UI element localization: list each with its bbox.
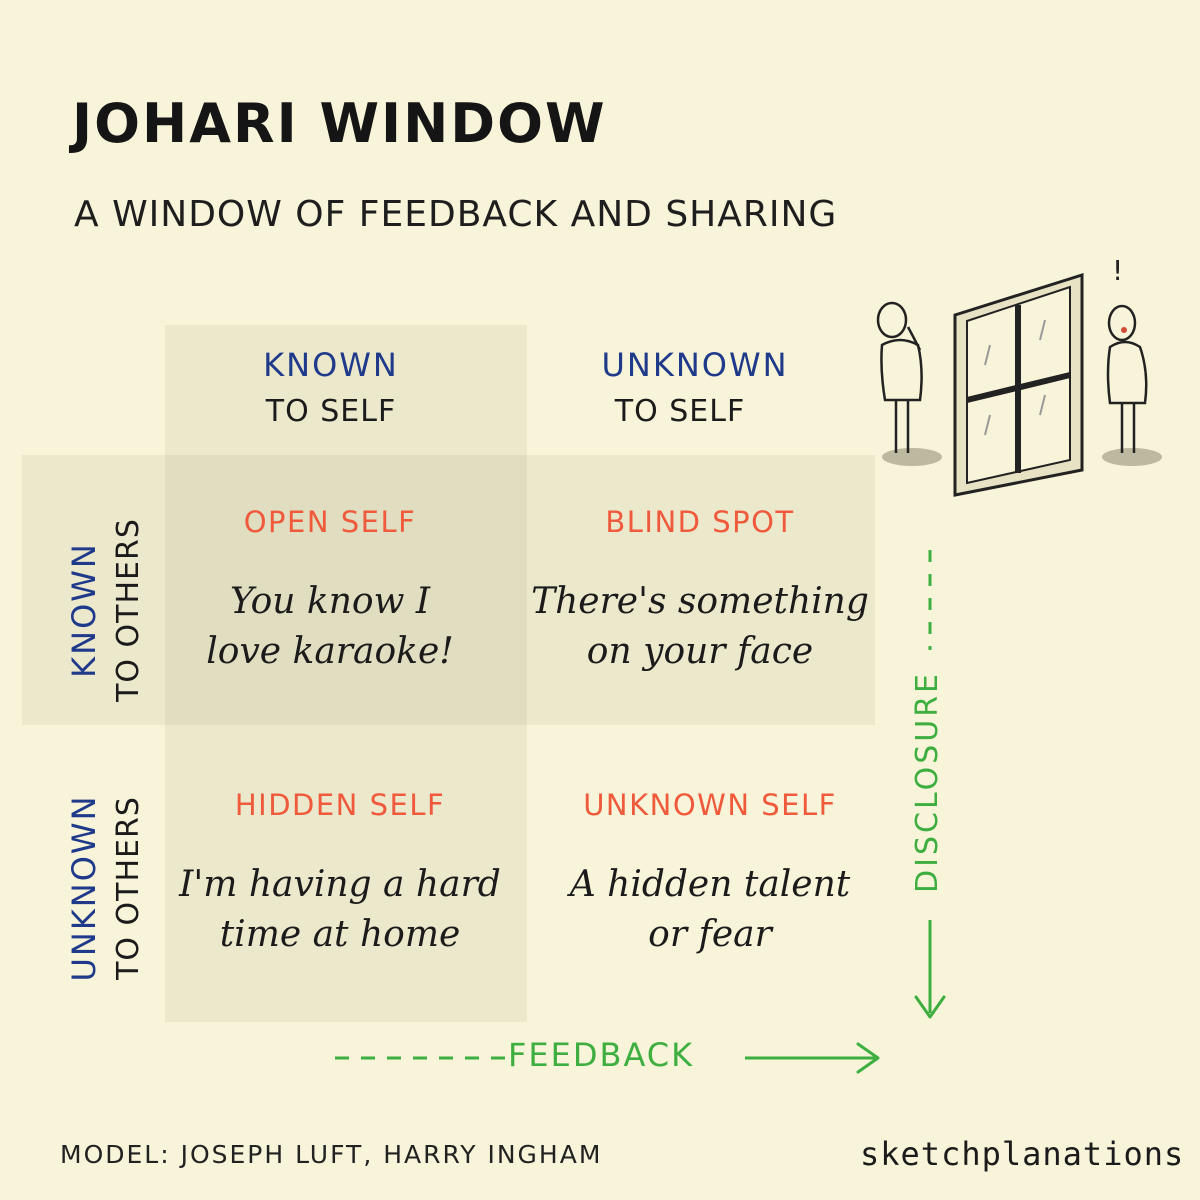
column-header-to-self: TO SELF bbox=[265, 394, 397, 429]
page-title: JOHARI WINDOW bbox=[72, 92, 607, 155]
feedback-label: FEEDBACK bbox=[508, 1036, 695, 1074]
quadrant-open-self: OPEN SELF You know I love karaoke! bbox=[180, 505, 480, 677]
row-header-unknown: UNKNOWN bbox=[65, 794, 103, 982]
page-subtitle: A WINDOW OF FEEDBACK AND SHARING bbox=[74, 194, 838, 235]
disclosure-arrow bbox=[914, 550, 946, 1019]
column-header-to-self: TO SELF bbox=[614, 394, 746, 429]
column-header-unknown-to-self: UNKNOWN TO SELF bbox=[560, 346, 830, 429]
exclamation-mark: ! bbox=[1112, 254, 1123, 287]
row-header-unknown-to-others: UNKNOWN TO OTHERS bbox=[65, 748, 155, 1028]
quadrant-example-line-1: There's something bbox=[531, 581, 869, 622]
row-header-to-others: TO OTHERS bbox=[111, 518, 146, 702]
person-left-icon bbox=[876, 301, 942, 466]
quadrant-example-line-2: on your face bbox=[586, 631, 814, 672]
known-to-self-band bbox=[165, 325, 527, 1022]
row-header-to-others: TO OTHERS bbox=[111, 796, 146, 980]
quadrant-example-line-2: love karaoke! bbox=[206, 631, 454, 672]
quadrant-example-line-2: or fear bbox=[648, 914, 772, 955]
quadrant-example-line-1: A hidden talent bbox=[569, 864, 851, 905]
quadrant-example-line-2: time at home bbox=[219, 914, 461, 955]
feedback-arrow bbox=[335, 1042, 880, 1074]
quadrant-title: BLIND SPOT bbox=[605, 505, 795, 539]
column-header-known: KNOWN bbox=[263, 346, 399, 384]
row-header-known: KNOWN bbox=[65, 542, 103, 678]
quadrant-title: UNKNOWN SELF bbox=[583, 788, 837, 822]
row-header-known-to-others: KNOWN TO OTHERS bbox=[65, 490, 155, 730]
known-to-others-band bbox=[22, 455, 875, 725]
quadrant-example-line-1: I'm having a hard bbox=[179, 864, 501, 905]
column-header-known-to-self: KNOWN TO SELF bbox=[196, 346, 466, 429]
quadrant-title: HIDDEN SELF bbox=[234, 788, 446, 822]
quadrant-title: OPEN SELF bbox=[243, 505, 417, 539]
brand-signature: sketchplanations bbox=[860, 1135, 1185, 1173]
quadrant-blind-spot: BLIND SPOT There's something on your fac… bbox=[520, 505, 880, 677]
window-icon bbox=[953, 272, 1084, 497]
column-header-unknown: UNKNOWN bbox=[601, 346, 789, 384]
model-credit: MODEL: JOSEPH LUFT, HARRY INGHAM bbox=[60, 1140, 603, 1169]
quadrant-unknown-self: UNKNOWN SELF A hidden talent or fear bbox=[540, 788, 880, 960]
quadrant-example-line-1: You know I bbox=[229, 581, 431, 622]
quadrant-hidden-self: HIDDEN SELF I'm having a hard time at ho… bbox=[170, 788, 510, 960]
disclosure-label: DISCLOSURE bbox=[910, 671, 945, 893]
person-right-icon bbox=[1102, 304, 1162, 466]
window-illustration: ! bbox=[876, 254, 1162, 497]
